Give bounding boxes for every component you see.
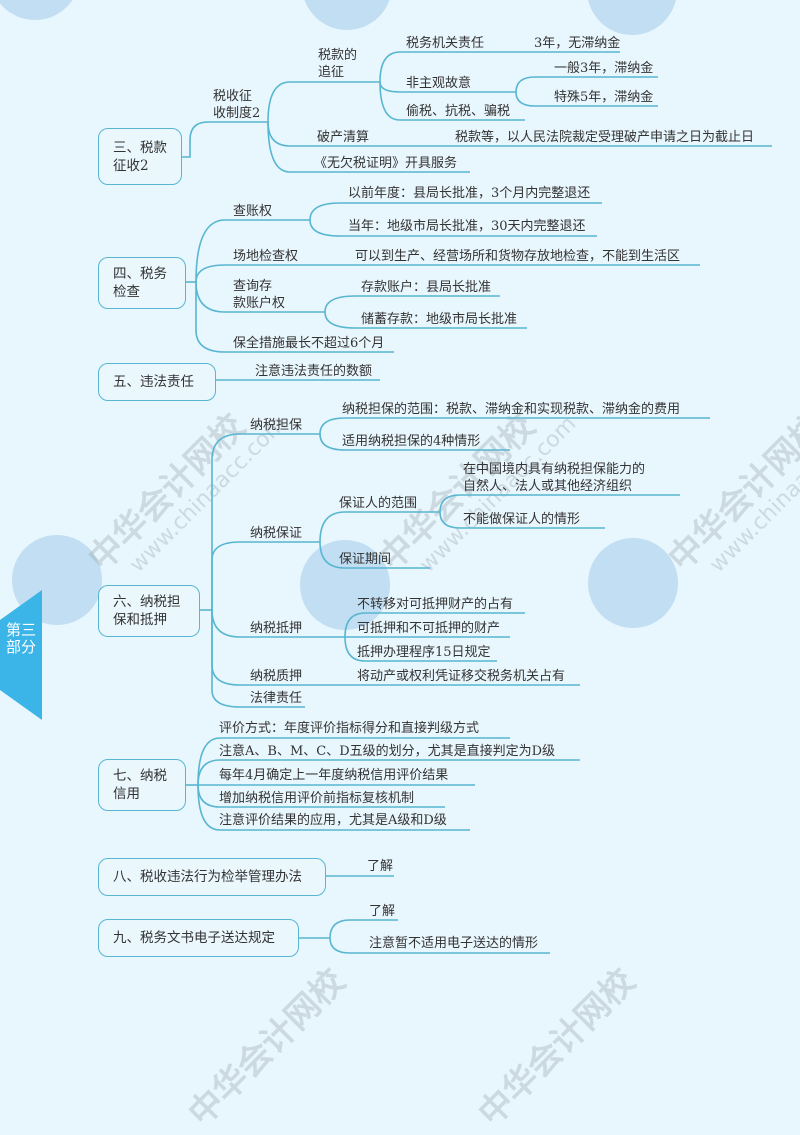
topic-label: 检查 [113, 284, 140, 300]
topic-label: 五、违法责任 [113, 374, 194, 390]
leaf-pledge-detail[interactable]: 将动产或权利凭证移交税务机关占有 [357, 669, 566, 684]
leaf-mortgageable-property[interactable]: 可抵押和不可抵押的财产 [357, 621, 501, 636]
leaf-guarantee-4-cases[interactable]: 适用纳税担保的4种情形 [342, 434, 481, 449]
topic-label: 八、税收违法行为检举管理办法 [113, 869, 302, 885]
leaf-understand[interactable]: 了解 [369, 904, 396, 919]
topic-s7-tax-credit[interactable]: 七、纳税信用 [98, 759, 186, 811]
node-tax-pledge[interactable]: 纳税质押 [250, 669, 303, 684]
leaf-eligible-guarantors[interactable]: 在中国境内具有纳税担保能力的自然人、法人或其他经济组织 [463, 461, 645, 495]
node-legal-responsibility[interactable]: 法律责任 [250, 691, 303, 706]
leaf-general-3yr[interactable]: 一般3年，滞纳金 [554, 61, 654, 76]
topic-s4-tax-inspection[interactable]: 四、税务检查 [98, 257, 186, 309]
leaf-review-mechanism[interactable]: 增加纳税信用评价前指标复核机制 [219, 791, 415, 806]
node-unintentional[interactable]: 非主观故意 [406, 76, 472, 91]
leaf-april-result[interactable]: 每年4月确定上一年度纳税信用评价结果 [219, 768, 449, 783]
leaf-credit-grades[interactable]: 注意A、B、M、C、D五级的划分，尤其是直接判定为D级 [219, 744, 556, 759]
leaf-bankruptcy-detail[interactable]: 税款等，以人民法院裁定受理破产申请之日为截止日 [455, 130, 755, 145]
leaf-label: 在中国境内具有纳税担保能力的 [463, 462, 646, 477]
node-site-inspection-right[interactable]: 场地检查权 [233, 249, 299, 264]
topic-s8-whistleblower-rules[interactable]: 八、税收违法行为检举管理办法 [98, 858, 326, 896]
node-label: 追征 [318, 65, 345, 80]
side-tab-label: 第三部分 [6, 621, 37, 656]
leaf-special-5yr[interactable]: 特殊5年，滞纳金 [554, 90, 654, 105]
side-tab [0, 590, 42, 720]
topic-s3-tax-collection[interactable]: 三、税款征收2 [98, 128, 182, 185]
topic-s5-legal-liability[interactable]: 五、违法责任 [98, 363, 216, 401]
node-collection-system[interactable]: 税收征收制度2 [213, 88, 260, 122]
node-tax-pursuit[interactable]: 税款的追征 [318, 47, 357, 81]
node-account-query-right[interactable]: 查询存款账户权 [233, 278, 285, 312]
leaf-prior-years[interactable]: 以前年度：县局长批准，3个月内完整退还 [348, 186, 591, 201]
node-label: 税款的 [318, 48, 358, 63]
leaf-no-possession-transfer[interactable]: 不转移对可抵押财产的占有 [357, 597, 514, 612]
node-surety-period[interactable]: 保证期间 [339, 552, 392, 567]
leaf-credit-evaluation-method[interactable]: 评价方式：年度评价指标得分和直接判级方式 [219, 721, 480, 736]
leaf-3yr-no-late-fee[interactable]: 3年，无滞纳金 [534, 36, 621, 51]
topic-label: 七、纳税 [113, 768, 167, 784]
leaf-current-year[interactable]: 当年：地级市局长批准，30天内完整退还 [348, 219, 586, 234]
leaf-not-applicable-cases[interactable]: 注意暂不适用电子送达的情形 [369, 936, 539, 951]
leaf-deposit-account[interactable]: 存款账户：县局长批准 [361, 280, 492, 295]
topic-label: 六、纳税担 [113, 594, 181, 610]
connector-lines [182, 51, 772, 954]
leaf-15-day-procedure[interactable]: 抵押办理程序15日规定 [357, 645, 491, 660]
leaf-ineligible-guarantors[interactable]: 不能做保证人的情形 [463, 512, 581, 527]
node-no-arrears-certificate[interactable]: 《无欠税证明》开具服务 [314, 156, 458, 171]
topic-s6-guarantee-mortgage[interactable]: 六、纳税担保和抵押 [98, 585, 200, 637]
node-tax-guarantee[interactable]: 纳税担保 [250, 418, 303, 433]
leaf-site-inspection-detail[interactable]: 可以到生产、经营场所和货物存放地检查，不能到生活区 [355, 249, 681, 264]
topic-label: 三、税款 [113, 139, 167, 156]
node-label: 收制度2 [213, 106, 261, 121]
node-evasion-fraud[interactable]: 偷税、抗税、骗税 [406, 104, 511, 119]
leaf-liability-amount[interactable]: 注意违法责任的数额 [255, 364, 373, 379]
watermark-logo-icon [300, 540, 390, 630]
leaf-understand[interactable]: 了解 [367, 859, 394, 874]
watermark-logo-icon [588, 538, 678, 628]
node-authority-liability[interactable]: 税务机关责任 [406, 36, 485, 51]
leaf-savings-deposit[interactable]: 储蓄存款：地级市局长批准 [361, 312, 518, 327]
node-label: 税收征 [213, 89, 253, 104]
node-label: 查询存 [233, 279, 273, 294]
node-account-check-right[interactable]: 查账权 [233, 204, 273, 219]
node-bankruptcy[interactable]: 破产清算 [317, 130, 370, 145]
node-label: 款账户权 [233, 296, 286, 311]
node-tax-mortgage[interactable]: 纳税抵押 [250, 621, 303, 636]
topic-label: 征收2 [113, 157, 149, 174]
topic-label: 九、税务文书电子送达规定 [113, 930, 275, 946]
topic-label: 保和抵押 [113, 612, 167, 628]
leaf-label: 自然人、法人或其他经济组织 [463, 479, 633, 494]
node-guarantor-scope[interactable]: 保证人的范围 [339, 496, 418, 511]
topic-label: 信用 [113, 786, 140, 802]
topic-label: 四、税务 [113, 266, 167, 282]
node-tax-surety[interactable]: 纳税保证 [250, 526, 303, 541]
leaf-result-application[interactable]: 注意评价结果的应用，尤其是A级和D级 [219, 813, 447, 828]
topic-s9-electronic-service[interactable]: 九、税务文书电子送达规定 [98, 919, 299, 957]
node-preservation-limit[interactable]: 保全措施最长不超过6个月 [233, 336, 385, 351]
leaf-guarantee-scope[interactable]: 纳税担保的范围：税款、滞纳金和实现税款、滞纳金的费用 [342, 402, 681, 417]
